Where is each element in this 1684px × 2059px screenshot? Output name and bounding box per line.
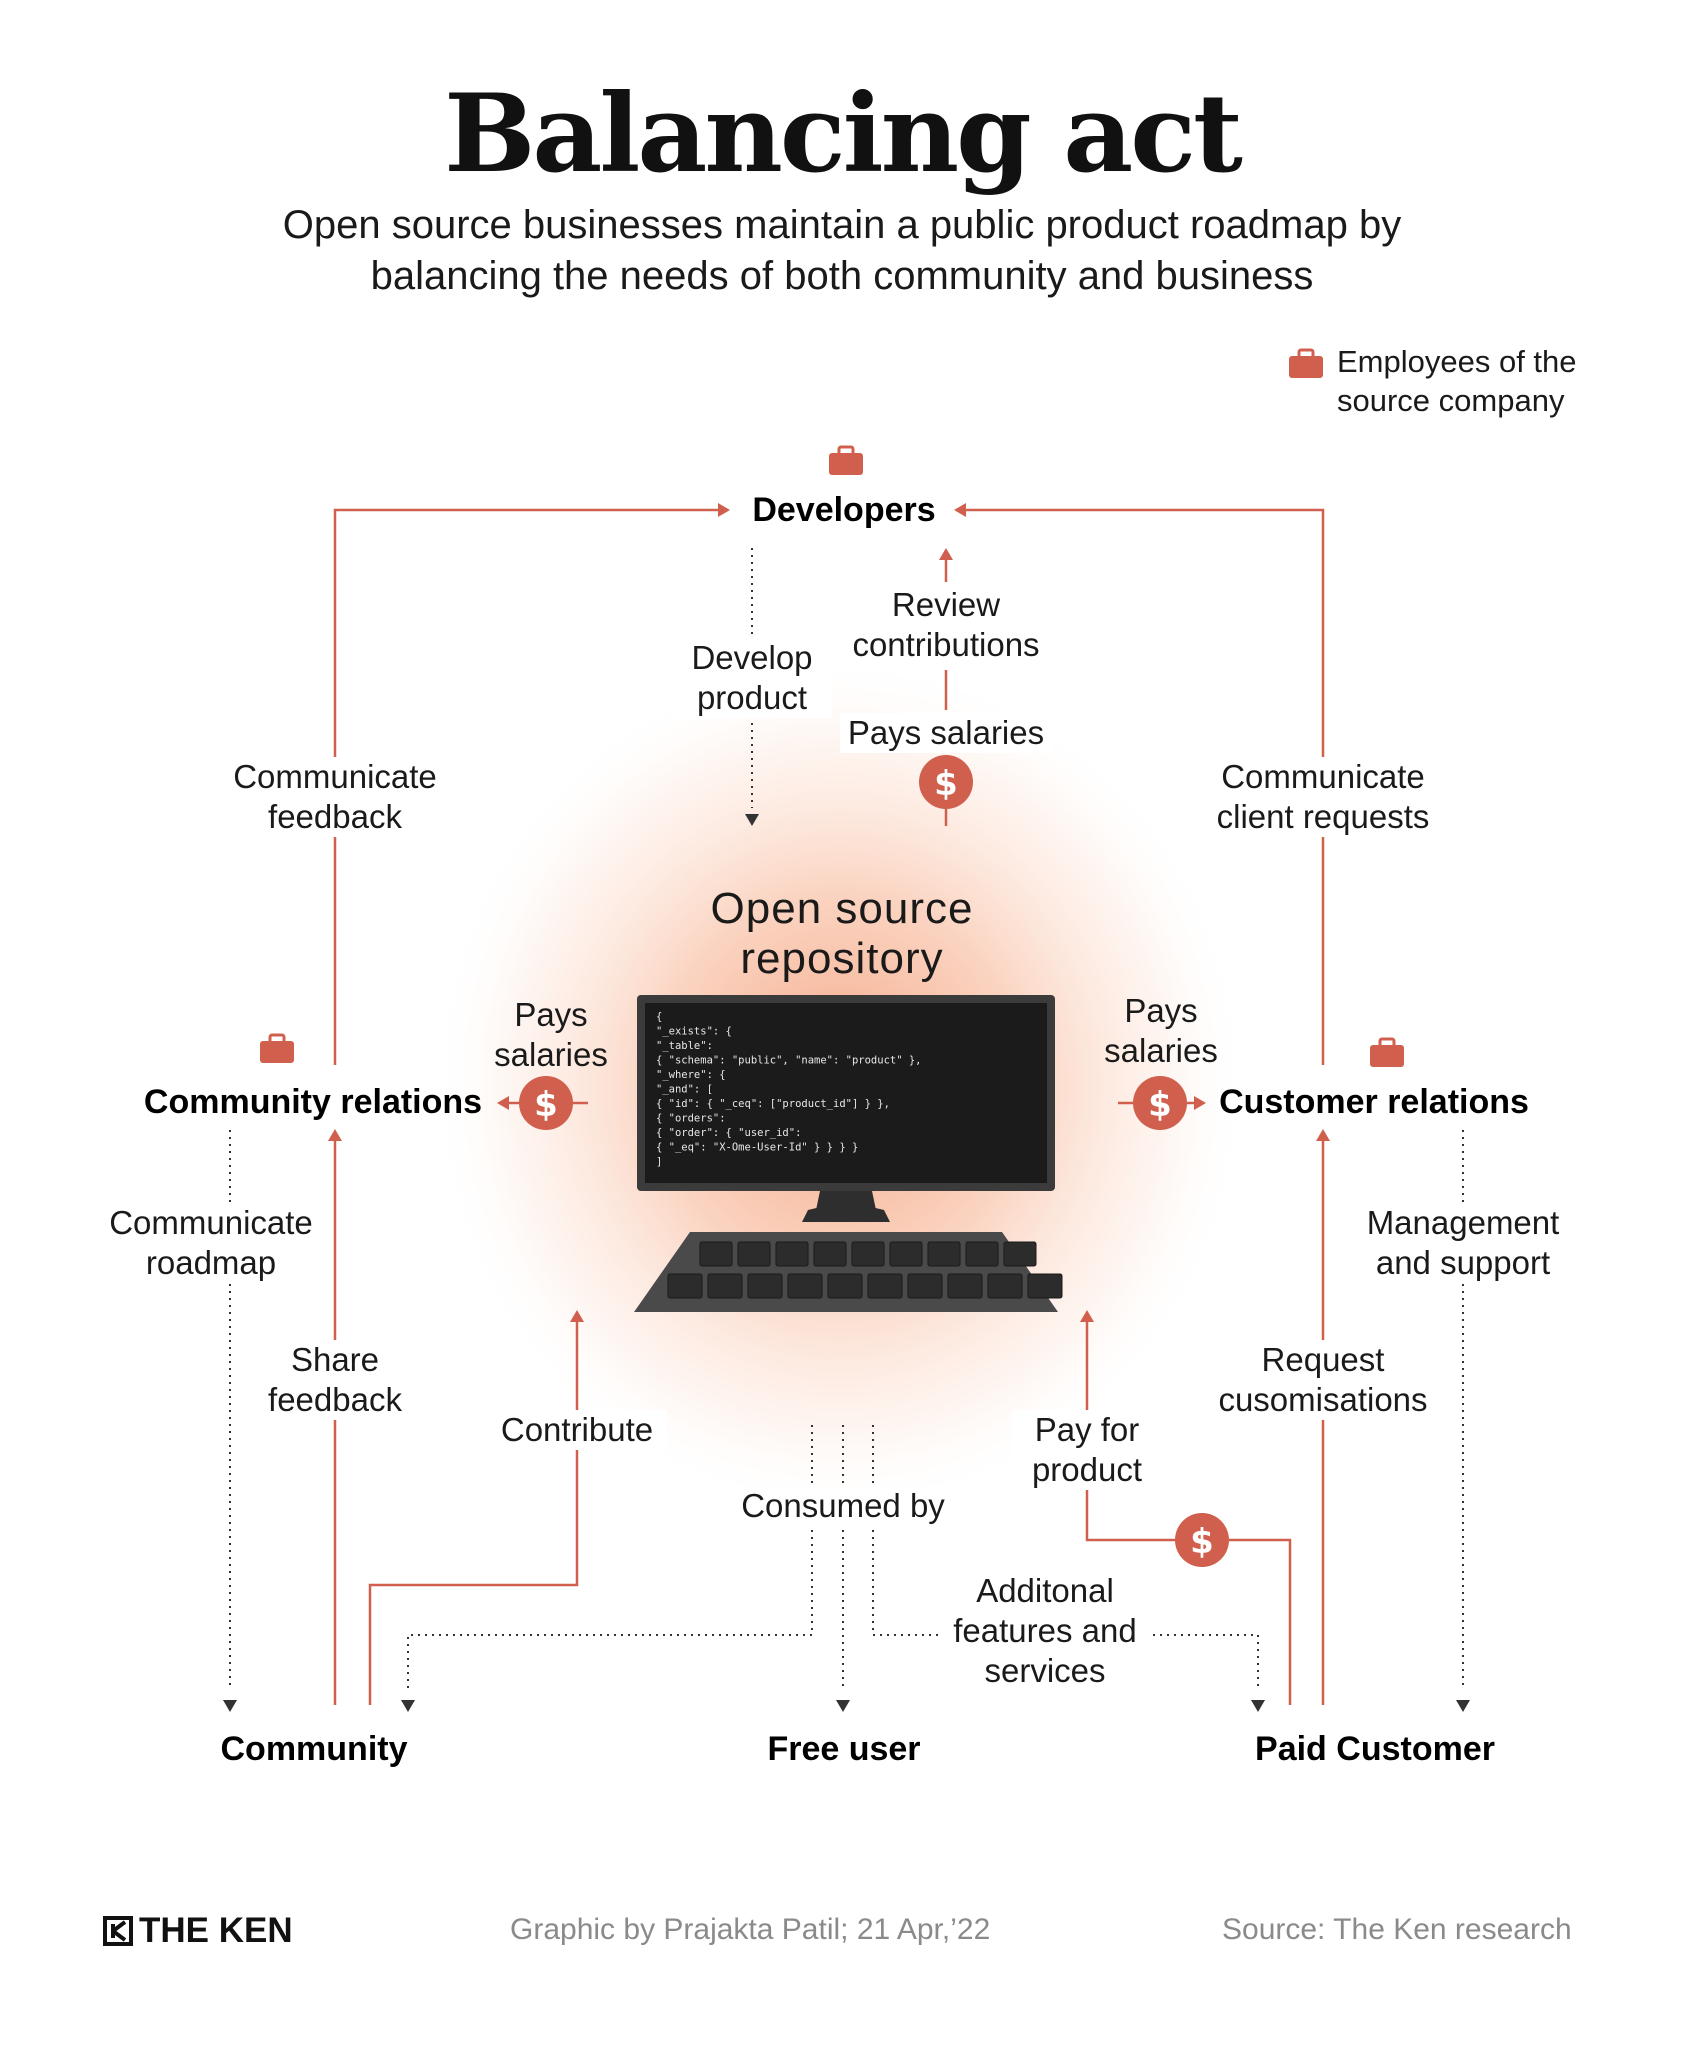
label-communicate-client-requests: Communicate client requests [1198,757,1448,837]
briefcase-icons [260,348,1404,1067]
label-consumed-by: Consumed by [732,1486,954,1526]
dollar-coin-icon: $ [1133,1076,1187,1130]
monitor-screen [645,1003,1047,1183]
svg-text:$: $ [1190,1522,1214,1562]
keyboard-keys [667,1241,1063,1299]
node-paid-customer: Paid Customer [1255,1730,1495,1768]
code-line: { "id": { "_ceq": ["product_id"] } }, [656,1098,890,1110]
footer-source: Source: The Ken research [1222,1913,1572,1946]
label-management-and-support: Management and support [1360,1203,1566,1283]
code-line: "_exists": { [656,1026,732,1038]
label-pays-salaries-left: Pays salaries [494,996,608,1073]
footer-credit: Graphic by Prajakta Patil; 21 Apr,’22 [510,1913,991,1946]
label-pay-for-product: Pay for product [1012,1410,1162,1490]
keyboard-key [1027,1273,1063,1299]
keyboard-key [965,1241,999,1267]
dollar-coin-icon: $ [919,755,973,809]
briefcase-icon [829,445,863,475]
ken-logo-icon [103,1916,133,1946]
page-subtitle: Open source businesses maintain a public… [282,203,1402,298]
code-line: "_where": { [656,1069,726,1081]
svg-text:$: $ [1148,1085,1172,1125]
keyboard-key [775,1241,809,1267]
keyboard-key [699,1241,733,1267]
node-customer-relations: Customer relations [1219,1083,1529,1121]
label-develop-product: Develop product [672,638,832,718]
briefcase-icon [1370,1037,1404,1067]
brand-name: THE KEN [139,1911,293,1950]
label-request-customisations: Request cusomisations [1205,1340,1441,1420]
node-free-user: Free user [767,1730,921,1768]
code-line: ] [656,1156,662,1168]
label-additional-features: Additonal features and services [940,1571,1150,1691]
dotted-arrowheads [223,814,1470,1712]
node-community: Community [220,1730,408,1768]
keyboard-key [947,1273,983,1299]
brand-logo: THE KEN [103,1911,293,1951]
keyboard-key [1003,1241,1037,1267]
legend-label: Employees of the source company [1337,344,1577,418]
svg-text:$: $ [934,764,958,804]
label-contribute: Contribute [487,1410,667,1450]
computer-icon: { "_exists": { "_table": { "schema": "pu… [634,995,1063,1312]
keyboard-key [827,1273,863,1299]
keyboard-key [927,1241,961,1267]
dollar-coin-icon: $ [1175,1513,1229,1567]
keyboard-key [747,1273,783,1299]
keyboard-key [667,1273,703,1299]
code-block: { "_exists": { "_table": { "schema": "pu… [656,1011,922,1168]
code-line: { [656,1011,662,1023]
briefcase-icon [260,1033,294,1063]
repository-title: Open source repository [710,884,974,983]
keyboard-key [787,1273,823,1299]
keyboard-key [889,1241,923,1267]
briefcase-icon [1289,348,1323,378]
node-community-relations: Community relations [143,1083,483,1121]
code-line: "_and": [ [656,1084,713,1096]
dollar-coin-icons: $ $ $ $ [519,755,1229,1567]
code-line: { "orders": [656,1113,726,1125]
code-line: { "schema": "public", "name": "product" … [656,1055,922,1067]
label-share-feedback: Share feedback [255,1340,415,1420]
svg-text:$: $ [534,1085,558,1125]
label-communicate-feedback: Communicate feedback [220,757,450,837]
label-pays-salaries-right: Pays salaries [1104,992,1218,1069]
code-line: { "_eq": "X-Ome-User-Id" } } } } [656,1142,858,1154]
solid-arrowheads [328,503,1330,1322]
dotted-flow-lines [229,548,1464,1690]
code-line: "_table": [656,1040,713,1052]
label-review-contributions: Review contributions [838,585,1054,665]
keyboard-key [707,1273,743,1299]
keyboard-key [907,1273,943,1299]
monitor-stand [802,1205,890,1222]
monitor-neck [816,1191,876,1210]
node-developers: Developers [752,491,936,529]
keyboard-key [851,1241,885,1267]
label-pays-salaries-top: Pays salaries [840,713,1052,753]
keyboard-key [987,1273,1023,1299]
code-line: { "order": { "user_id": [656,1127,801,1139]
label-communicate-roadmap: Communicate roadmap [100,1203,322,1283]
dollar-coin-icon: $ [519,1076,573,1130]
page-title: Balancing act [444,71,1243,197]
keyboard-key [813,1241,847,1267]
keyboard-key [737,1241,771,1267]
keyboard-key [867,1273,903,1299]
